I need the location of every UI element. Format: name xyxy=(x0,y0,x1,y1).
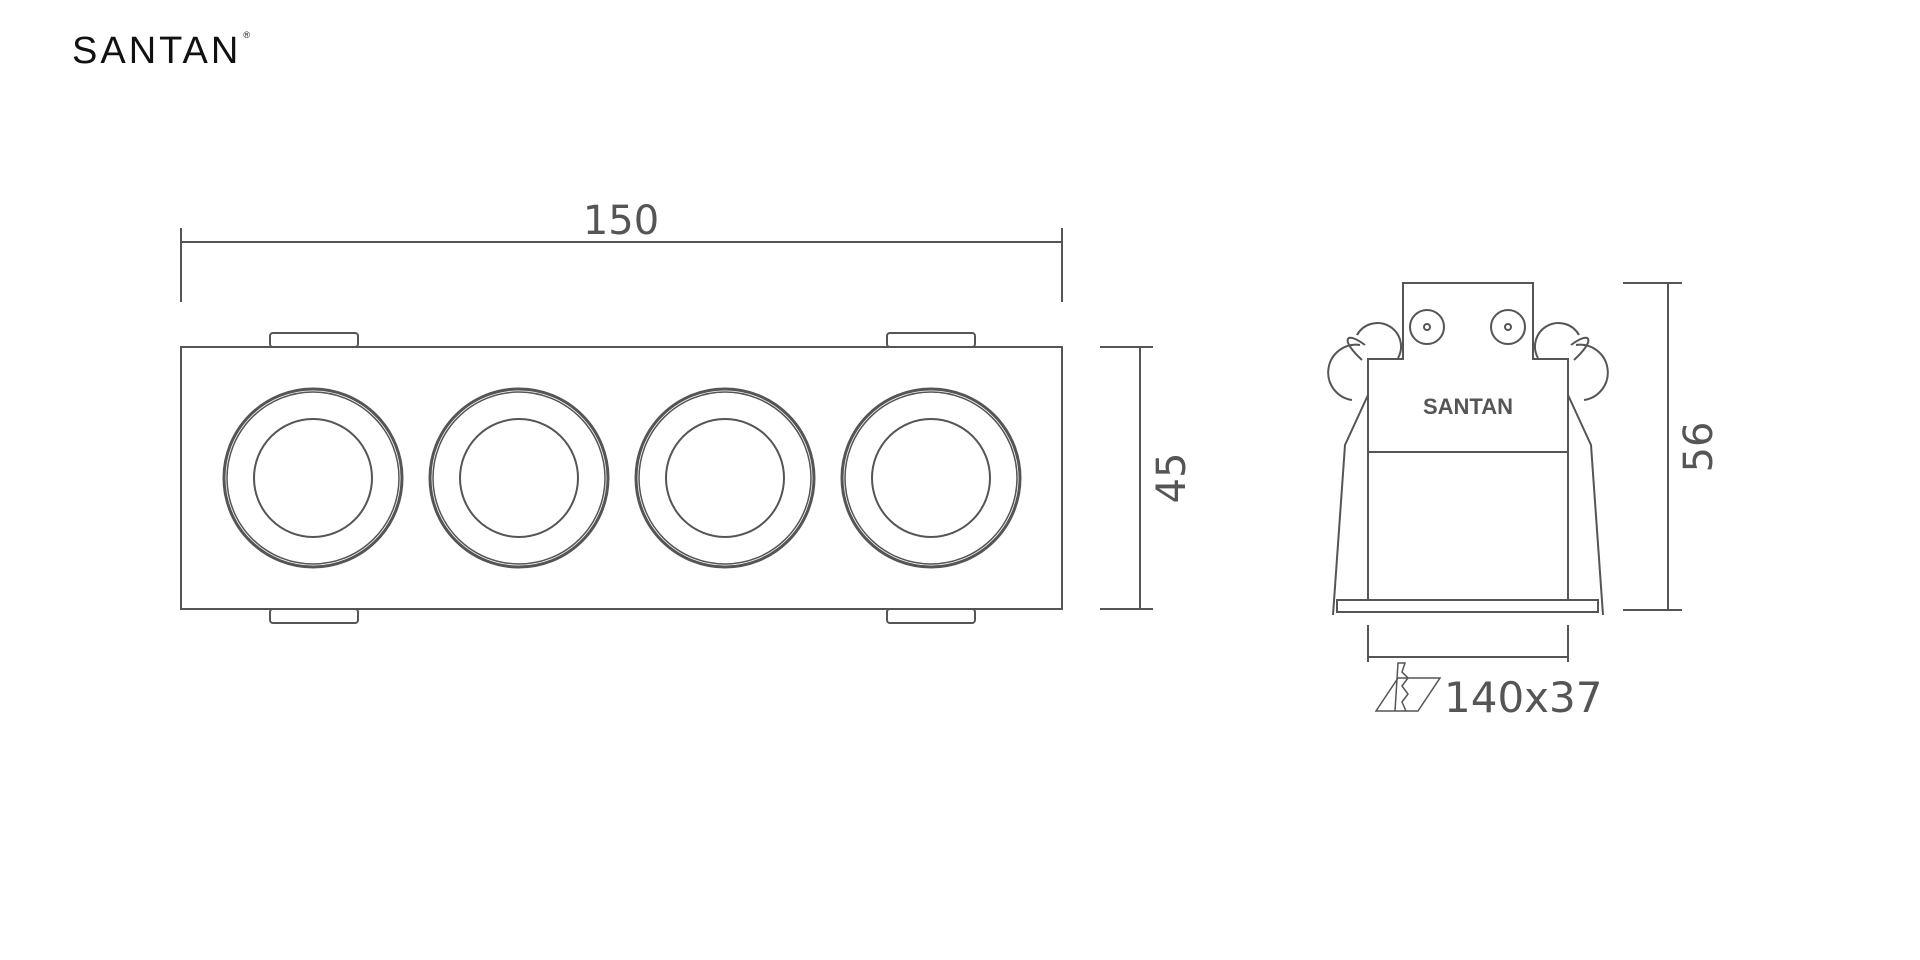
screw-icon xyxy=(1409,309,1445,345)
brand-logo: SANTAN® xyxy=(72,30,250,73)
height-label: 45 xyxy=(1149,453,1195,504)
body-brand-label: SANTAN xyxy=(1423,394,1513,419)
mounting-clips xyxy=(269,332,976,624)
screw-icon xyxy=(1490,309,1526,345)
fixture-body xyxy=(180,346,1063,610)
clip xyxy=(886,332,976,348)
lens-outer-ring xyxy=(840,387,1022,569)
clip xyxy=(269,608,359,624)
lenses xyxy=(222,387,1022,569)
cutout-size-label: 140x37 xyxy=(1444,673,1602,722)
clip xyxy=(886,608,976,624)
screw-hole xyxy=(1504,323,1512,331)
front-view: 150 45 xyxy=(180,198,1195,624)
lens-inner xyxy=(871,418,991,538)
registered-mark: ® xyxy=(243,30,250,40)
trim-flange xyxy=(1336,599,1599,613)
lens-outer-ring xyxy=(432,391,606,565)
lens-inner xyxy=(253,418,373,538)
lens-inner xyxy=(665,418,785,538)
lens-outer-ring xyxy=(634,387,816,569)
lower-body xyxy=(1367,452,1569,600)
brand-name: SANTAN xyxy=(72,30,242,72)
lens-outer-ring xyxy=(638,391,812,565)
lens-outer-ring xyxy=(222,387,404,569)
driver-housing xyxy=(1367,282,1569,453)
lens-inner xyxy=(459,418,579,538)
clip xyxy=(269,332,359,348)
side-height-label: 56 xyxy=(1676,422,1722,473)
screw-hole xyxy=(1423,323,1431,331)
cutout-icon xyxy=(1374,662,1442,712)
lens-outer-ring xyxy=(226,391,400,565)
width-label: 150 xyxy=(583,198,659,244)
spring-clips xyxy=(1327,322,1609,616)
side-view: SANTAN 56 140x37 xyxy=(1327,282,1722,722)
lens-outer-ring xyxy=(428,387,610,569)
lens-outer-ring xyxy=(844,391,1018,565)
